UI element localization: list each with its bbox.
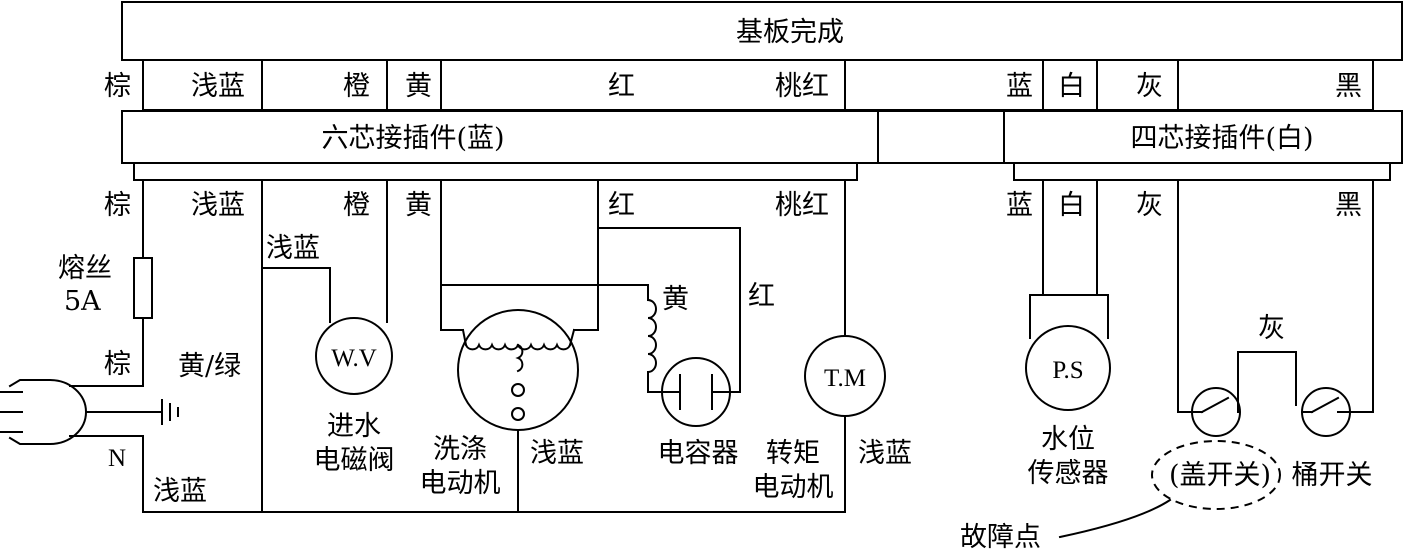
board-terminal-strip xyxy=(142,59,1374,111)
inlet-valve-lead xyxy=(261,267,331,323)
connector-blue xyxy=(121,110,879,164)
pressure-switch-name-2: 传感器 xyxy=(1028,458,1109,489)
wash-motor-name-1: 洗涤 xyxy=(433,434,487,465)
pressure-switch-symbol: P.S xyxy=(1052,357,1083,384)
inlet-valve-symbol: W.V xyxy=(331,345,377,372)
torque-motor-icon xyxy=(804,335,886,417)
tub-switch-name: 桶开关 xyxy=(1292,460,1373,491)
board-wire-pink: 桃红 xyxy=(775,71,829,102)
pressure-switch-name-1: 水位 xyxy=(1041,424,1095,455)
wash-motor-wires xyxy=(440,179,741,393)
pressure-switch-icon xyxy=(1025,325,1111,411)
connector-white-label: 四芯接插件(白) xyxy=(1130,123,1313,154)
torque-motor-lead-label: 浅蓝 xyxy=(858,438,912,469)
pressure-switch-wires xyxy=(1029,179,1109,339)
board-wire-orange: 橙 xyxy=(343,71,370,102)
board-wire-red: 红 xyxy=(608,71,635,102)
wire-label-black: 黑 xyxy=(1335,190,1362,221)
fuse-label-name: 熔丝 xyxy=(58,253,112,284)
power-plug-icon xyxy=(0,379,163,445)
wire-label-yellow: 黄 xyxy=(405,190,432,221)
connector-blue-label: 六芯接插件(蓝) xyxy=(321,123,504,154)
connector-white-base xyxy=(1013,162,1391,181)
wire-label-orange: 橙 xyxy=(343,190,370,221)
wash-motor-name-2: 电动机 xyxy=(420,468,501,499)
lid-switch-contact-icon xyxy=(1191,396,1239,414)
board-wire-gray: 灰 xyxy=(1136,71,1163,102)
gray-link-label: 灰 xyxy=(1258,313,1285,344)
fuse-label-rating: 5A xyxy=(64,286,101,317)
fault-marker xyxy=(1151,440,1281,510)
fault-label: 故障点 xyxy=(960,522,1041,553)
torque-motor-name-1: 转矩 xyxy=(766,438,820,469)
wash-motor-winding-icon xyxy=(461,328,576,421)
torque-motor-symbol: T.M xyxy=(824,365,866,392)
control-board-title: 基板完成 xyxy=(736,17,844,48)
inlet-valve-name-2: 电磁阀 xyxy=(314,445,395,476)
connector-gap-block xyxy=(877,110,1005,164)
neutral-wire-label: 浅蓝 xyxy=(153,476,207,507)
board-wire-lightblue: 浅蓝 xyxy=(191,71,245,102)
board-wire-brown: 棕 xyxy=(104,71,131,102)
board-wire-blue: 蓝 xyxy=(1006,71,1033,102)
board-wire-yellow: 黄 xyxy=(405,71,432,102)
capacitor-lead-red: 红 xyxy=(748,281,775,312)
inlet-valve-lead-label: 浅蓝 xyxy=(266,233,320,264)
board-wire-white: 白 xyxy=(1058,71,1085,102)
wire-label-blue: 蓝 xyxy=(1006,190,1033,221)
wire-label-white: 白 xyxy=(1058,190,1085,221)
capacitor-winding-icon xyxy=(646,298,663,393)
wash-motor-lead-label: 浅蓝 xyxy=(530,438,584,469)
fuse-icon xyxy=(133,257,153,319)
connector-white xyxy=(1003,110,1403,164)
brown-power-wire xyxy=(69,179,144,387)
wire-label-red: 红 xyxy=(608,190,635,221)
wire-label-gray: 灰 xyxy=(1136,190,1163,221)
control-board xyxy=(121,1,1403,61)
wire-label-brown: 棕 xyxy=(104,190,131,221)
inlet-valve-name-1: 进水 xyxy=(327,411,381,442)
lid-switch-name: (盖开关) xyxy=(1169,460,1271,491)
capacitor-plates-icon xyxy=(661,374,731,410)
capacitor-name: 电容器 xyxy=(658,438,739,469)
wire-label-pink: 桃红 xyxy=(775,190,829,221)
connector-blue-base xyxy=(133,162,858,181)
capacitor-lead-yellow: 黄 xyxy=(662,284,689,315)
board-wire-black: 黑 xyxy=(1335,71,1362,102)
fault-leader-line xyxy=(1058,498,1172,539)
common-return-bus xyxy=(261,179,846,513)
torque-motor-name-2: 电动机 xyxy=(753,472,834,503)
neutral-wire xyxy=(69,435,263,513)
neutral-label: N xyxy=(108,445,126,472)
wire-label-lightblue: 浅蓝 xyxy=(191,190,245,221)
inlet-valve-icon xyxy=(315,317,393,395)
tub-switch-contact-icon xyxy=(1301,396,1353,414)
plug-brown-label: 棕 xyxy=(104,349,131,380)
switch-wires xyxy=(1177,179,1374,413)
ground-icon xyxy=(161,399,179,425)
ground-wire-label: 黄/绿 xyxy=(178,351,241,382)
